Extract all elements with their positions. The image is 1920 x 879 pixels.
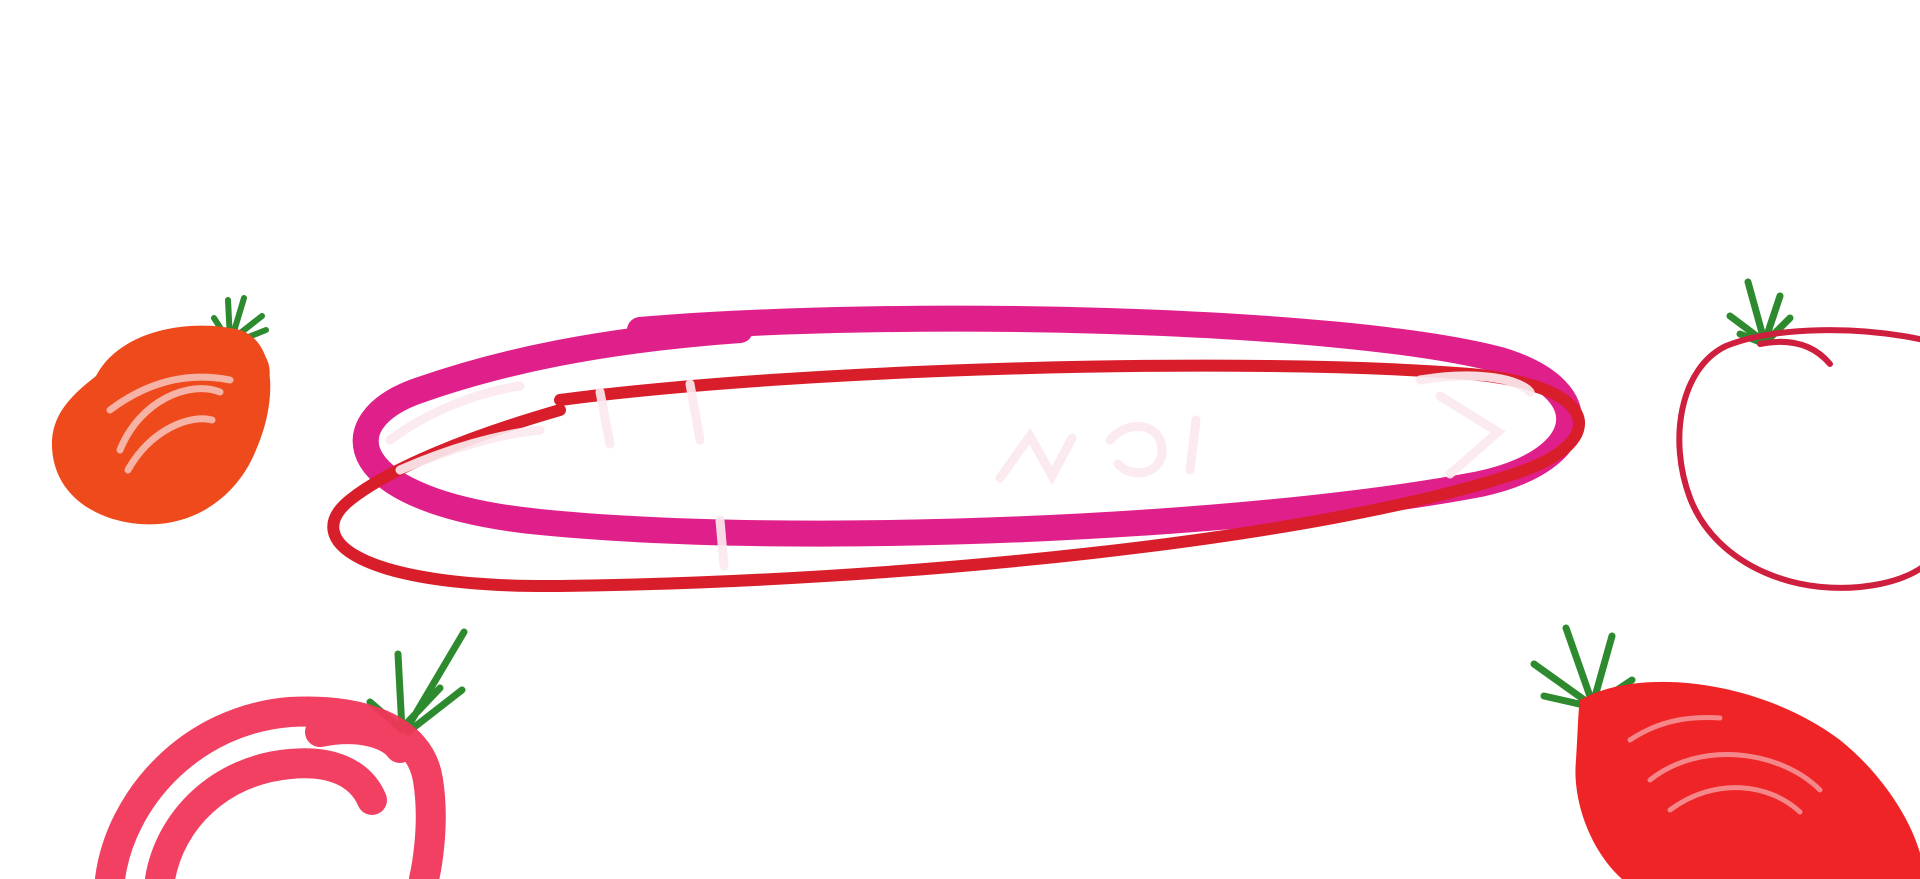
pink-tomato-ring <box>95 696 446 879</box>
pink-tomato <box>95 628 468 879</box>
brush-ovals <box>327 305 1585 593</box>
outline-tomato-stem-icon <box>1726 278 1794 346</box>
red-tomato-highlight <box>1627 715 1823 815</box>
outline-tomato <box>1676 278 1920 591</box>
orange-tomato <box>51 295 271 525</box>
orange-tomato-highlight <box>106 373 234 474</box>
magenta-oval <box>352 305 1583 547</box>
red-oval <box>327 359 1585 593</box>
white-scribble <box>385 371 1535 571</box>
red-tomato-stem-icon <box>1530 624 1636 710</box>
orange-tomato-body <box>51 325 271 525</box>
orange-tomato-stem-icon <box>211 295 269 345</box>
outline-tomato-ring <box>1676 327 1920 591</box>
red-tomato <box>1530 624 1920 879</box>
red-tomato-body <box>1575 681 1920 879</box>
